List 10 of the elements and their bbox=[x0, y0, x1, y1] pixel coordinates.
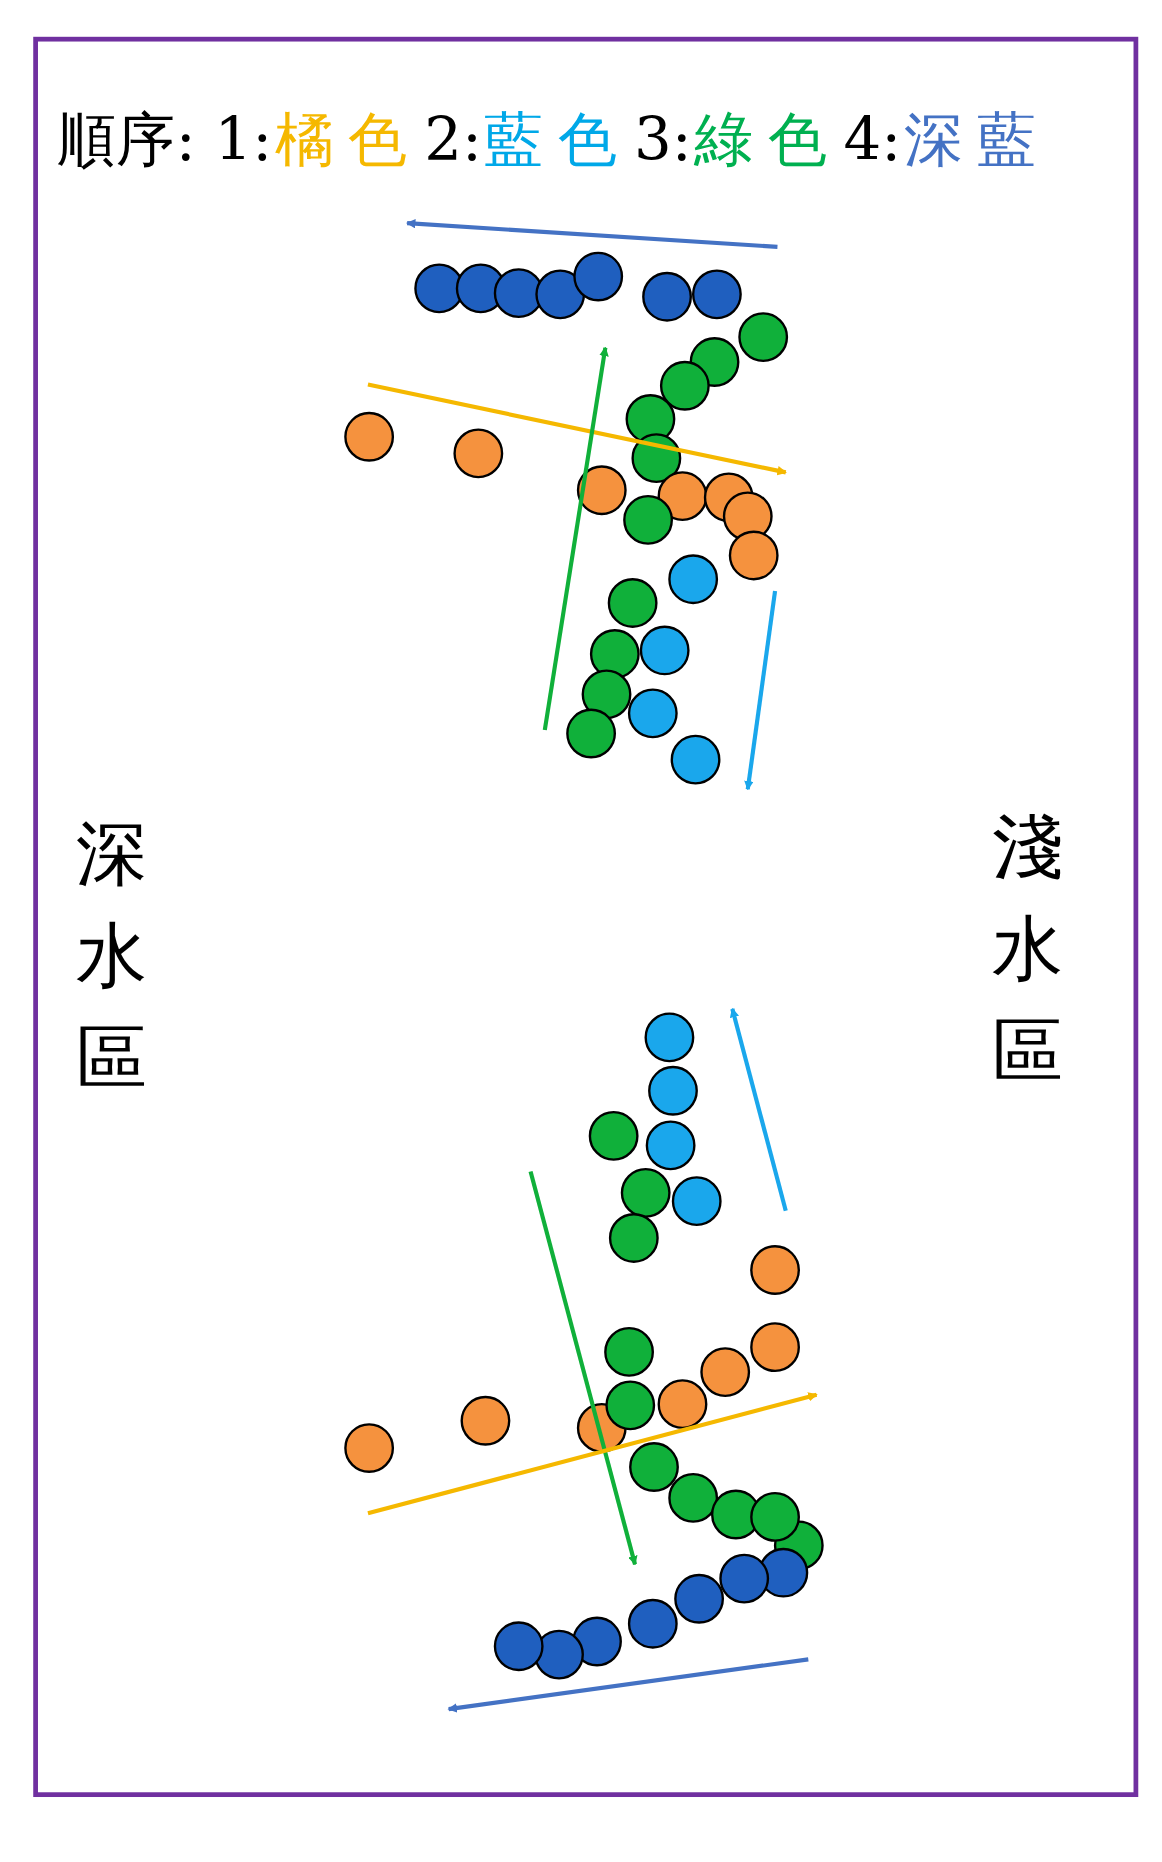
color-word: 藍色 bbox=[484, 104, 632, 176]
zone-label: 深水區 bbox=[75, 810, 149, 1102]
order-text: 順序: 1: bbox=[56, 104, 273, 176]
order-text: 2: bbox=[424, 104, 482, 176]
color-word: 綠色 bbox=[694, 104, 842, 176]
order-text: 3: bbox=[633, 104, 692, 176]
color-word: 橘色 bbox=[274, 104, 422, 176]
color-word: 深藍 bbox=[903, 104, 1051, 176]
zone-label: 淺水區 bbox=[992, 803, 1065, 1094]
order-text: 4: bbox=[843, 104, 902, 176]
